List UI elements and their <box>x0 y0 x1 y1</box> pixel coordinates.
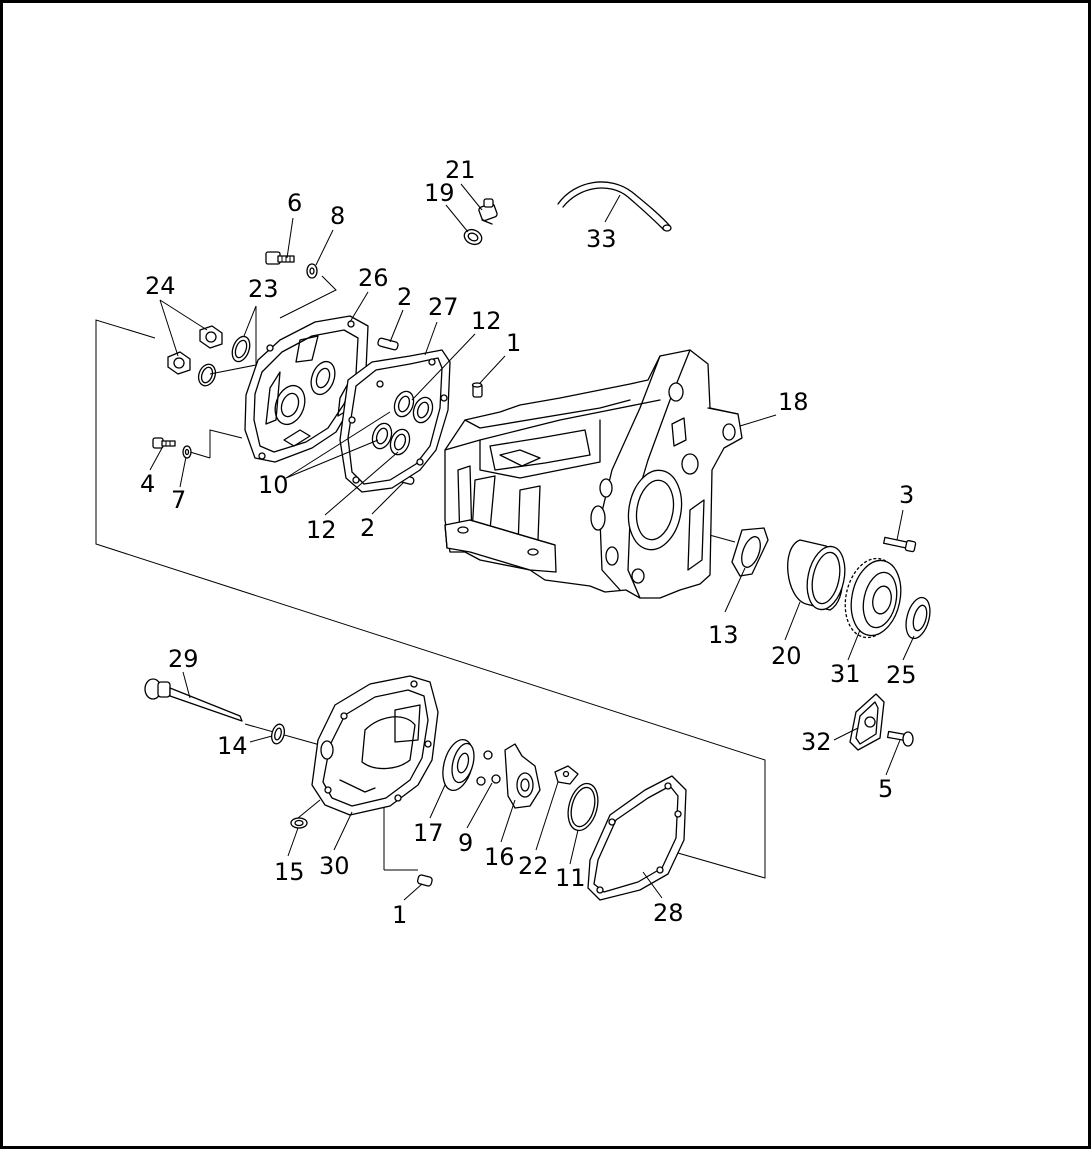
callout-32: 32 <box>801 728 832 756</box>
leader-lines <box>149 183 915 901</box>
callout-19: 19 <box>424 179 455 207</box>
callout-23: 23 <box>248 275 279 303</box>
part-16-shifter-cam <box>504 743 541 809</box>
callout-9: 9 <box>458 829 473 857</box>
callout-20: 20 <box>771 642 802 670</box>
part-4-bolt <box>152 437 176 449</box>
part-30-side-cover <box>311 675 439 816</box>
callout-29: 29 <box>168 645 199 673</box>
callout-25: 25 <box>886 661 917 689</box>
callout-2-top: 2 <box>397 283 412 311</box>
part-25-nut <box>905 596 931 640</box>
part-22-pawl <box>554 765 579 785</box>
part-33-vent-hose <box>557 181 672 232</box>
callout-12-top: 12 <box>471 307 502 335</box>
callout-28: 28 <box>653 899 684 927</box>
part-29-shift-rod <box>144 678 243 722</box>
part-11-retaining-ring <box>567 782 599 832</box>
part-31-sprocket <box>844 557 902 639</box>
part-21-switch <box>478 198 498 225</box>
part-17-shift-plate <box>442 738 475 792</box>
callout-27: 27 <box>428 293 459 321</box>
part-6-bolt <box>265 251 295 265</box>
part-9-balls <box>476 750 501 786</box>
part-32-cover-plate <box>849 693 885 751</box>
part-1-dowel-bottom <box>416 874 433 887</box>
callout-1-top: 1 <box>506 329 521 357</box>
part-14-washer <box>271 723 285 745</box>
callout-5: 5 <box>878 775 893 803</box>
part-5-screw <box>886 730 914 747</box>
callout-16: 16 <box>484 843 515 871</box>
callout-6: 6 <box>287 189 302 217</box>
callout-11: 11 <box>555 864 586 892</box>
callout-12-bottom: 12 <box>306 516 337 544</box>
part-28-gasket <box>587 775 687 901</box>
part-20-bearing <box>787 539 846 611</box>
callout-21: 21 <box>445 156 476 184</box>
part-24-nuts <box>167 325 223 375</box>
callout-1-bottom: 1 <box>392 901 407 929</box>
callout-8: 8 <box>330 202 345 230</box>
part-26-housing-plate <box>244 315 369 463</box>
part-19-o-ring <box>463 228 483 246</box>
part-7-washer <box>182 445 192 459</box>
part-15-o-ring <box>290 817 308 829</box>
callout-14: 14 <box>217 732 248 760</box>
callout-2-bottom: 2 <box>360 514 375 542</box>
callout-24: 24 <box>145 272 176 300</box>
callout-10: 10 <box>258 471 289 499</box>
callout-15: 15 <box>274 858 305 886</box>
callout-26: 26 <box>358 264 389 292</box>
callout-labels: 21 19 33 6 8 24 23 26 2 27 12 1 18 4 7 1… <box>140 156 917 929</box>
part-27-gasket <box>339 349 451 493</box>
part-13-thrust-washer <box>731 527 769 577</box>
callout-4: 4 <box>140 470 155 498</box>
part-23-o-rings <box>197 335 251 387</box>
callout-7: 7 <box>171 486 186 514</box>
callout-30: 30 <box>319 852 350 880</box>
callout-13: 13 <box>708 621 739 649</box>
part-1-dowel-top <box>471 382 483 398</box>
callout-31: 31 <box>830 660 861 688</box>
part-2-dowel-pin-top <box>377 337 399 351</box>
part-8-washer <box>306 263 318 279</box>
callout-3: 3 <box>899 481 914 509</box>
callout-33: 33 <box>586 225 617 253</box>
callout-18: 18 <box>778 388 809 416</box>
callout-22: 22 <box>518 852 549 880</box>
part-3-bolt <box>883 536 917 553</box>
callout-17: 17 <box>413 819 444 847</box>
part-18-transmission-case <box>444 349 743 599</box>
